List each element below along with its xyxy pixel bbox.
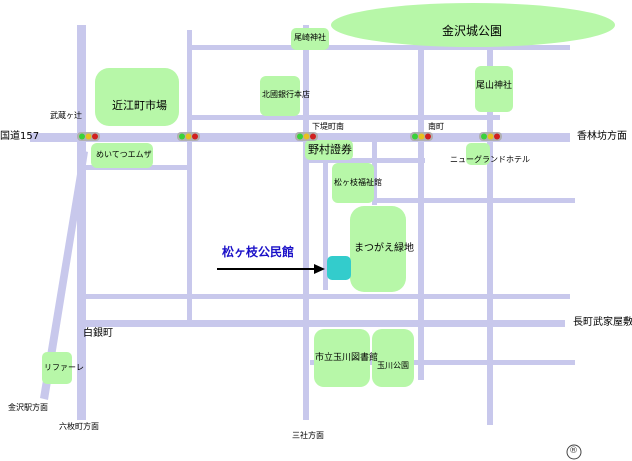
nomura-side-road [305, 158, 425, 163]
target-marker [327, 256, 351, 280]
meitetsu-mza-area [91, 143, 153, 168]
tamagawa-park-area [372, 329, 414, 387]
omicho-market-label: 近江町市場 [112, 99, 167, 112]
korinbo-direction-label: 香林坊方面 [577, 131, 627, 142]
nomura-securities-label: 野村證券 [308, 143, 352, 156]
arrow-head [314, 264, 325, 274]
library-area [314, 329, 370, 387]
shiroganecho-label: 白銀町 [83, 328, 113, 339]
route-157-label: 国道157 [0, 131, 40, 142]
registered-mark-circle [566, 444, 582, 460]
traffic-light-icon [177, 132, 200, 141]
rokumaicho-direction-label: 六枚町方面 [59, 422, 99, 431]
library-label: 市立玉川図書館 [315, 353, 379, 363]
traffic-light-icon [479, 132, 502, 141]
welfare-side-road [375, 198, 575, 203]
musashigatsuji-label: 武蔵ヶ辻 [50, 111, 82, 120]
new-grand-hotel-label: ニューグランドホテル [450, 155, 530, 164]
matsugae-green-label: まつがえ緑地 [354, 243, 414, 254]
shimotsutsumicho-minami-label: 下堤町南 [312, 122, 344, 131]
matsugae-green-area [350, 206, 406, 292]
vertical-road-5 [372, 140, 377, 205]
sansha-direction-label: 三社方面 [292, 431, 324, 440]
grand-hotel-area [466, 143, 490, 165]
oyama-shrine-small-label: 尾崎神社 [294, 33, 326, 42]
mid-horizontal-road [80, 294, 570, 299]
tamagawa-park-label: 玉川公園 [377, 361, 409, 370]
target-label: 松ヶ枝公民館 [222, 245, 295, 259]
green-areas [42, 3, 615, 387]
lower-horizontal-road [310, 360, 575, 365]
omicho-side-road [190, 115, 500, 120]
traffic-light-icon [77, 132, 100, 141]
nagamachi-direction-label: 長町武家屋敷 [573, 317, 632, 328]
traffic-lights [77, 132, 502, 141]
diagonal-road [40, 150, 88, 400]
hokkoku-bank-area [260, 76, 300, 116]
oyama-shrine-small-area [291, 28, 329, 50]
hokkoku-bank-label: 北國銀行本店 [262, 90, 310, 99]
oyama-shrine-label: 尾山神社 [476, 81, 513, 91]
shirogane-vertical-road [77, 25, 86, 420]
nagamachi-road [80, 320, 565, 327]
vertical-road-4 [323, 160, 328, 290]
nomura-area [305, 140, 353, 160]
matsugae-welfare-area [332, 163, 374, 203]
right-vertical-road [487, 30, 493, 425]
sansha-vertical-road [303, 25, 309, 420]
meitetsu-mza-label: めいてつエムザ [96, 150, 152, 159]
oyama-shrine-area [475, 66, 513, 112]
traffic-light-icon [410, 132, 433, 141]
rifare-area [42, 352, 72, 384]
minamicho-label: 南町 [428, 122, 444, 131]
upper-horizontal-road [190, 45, 570, 50]
minamicho-vertical-road [418, 50, 424, 380]
omicho-market-area [95, 68, 179, 126]
rifare-label: リファーレ [44, 363, 84, 372]
kanazawa-castle-park-label: 金沢城公園 [442, 24, 503, 38]
vertical-road-2 [187, 30, 192, 320]
kanazawa-castle-park-area [331, 3, 615, 47]
traffic-light-icon [295, 132, 318, 141]
registered-mark: ® [569, 446, 578, 456]
matsugae-welfare-label: 松ヶ枝福祉館 [334, 178, 382, 187]
kanazawa-station-direction-label: 金沢駅方面 [8, 403, 48, 412]
